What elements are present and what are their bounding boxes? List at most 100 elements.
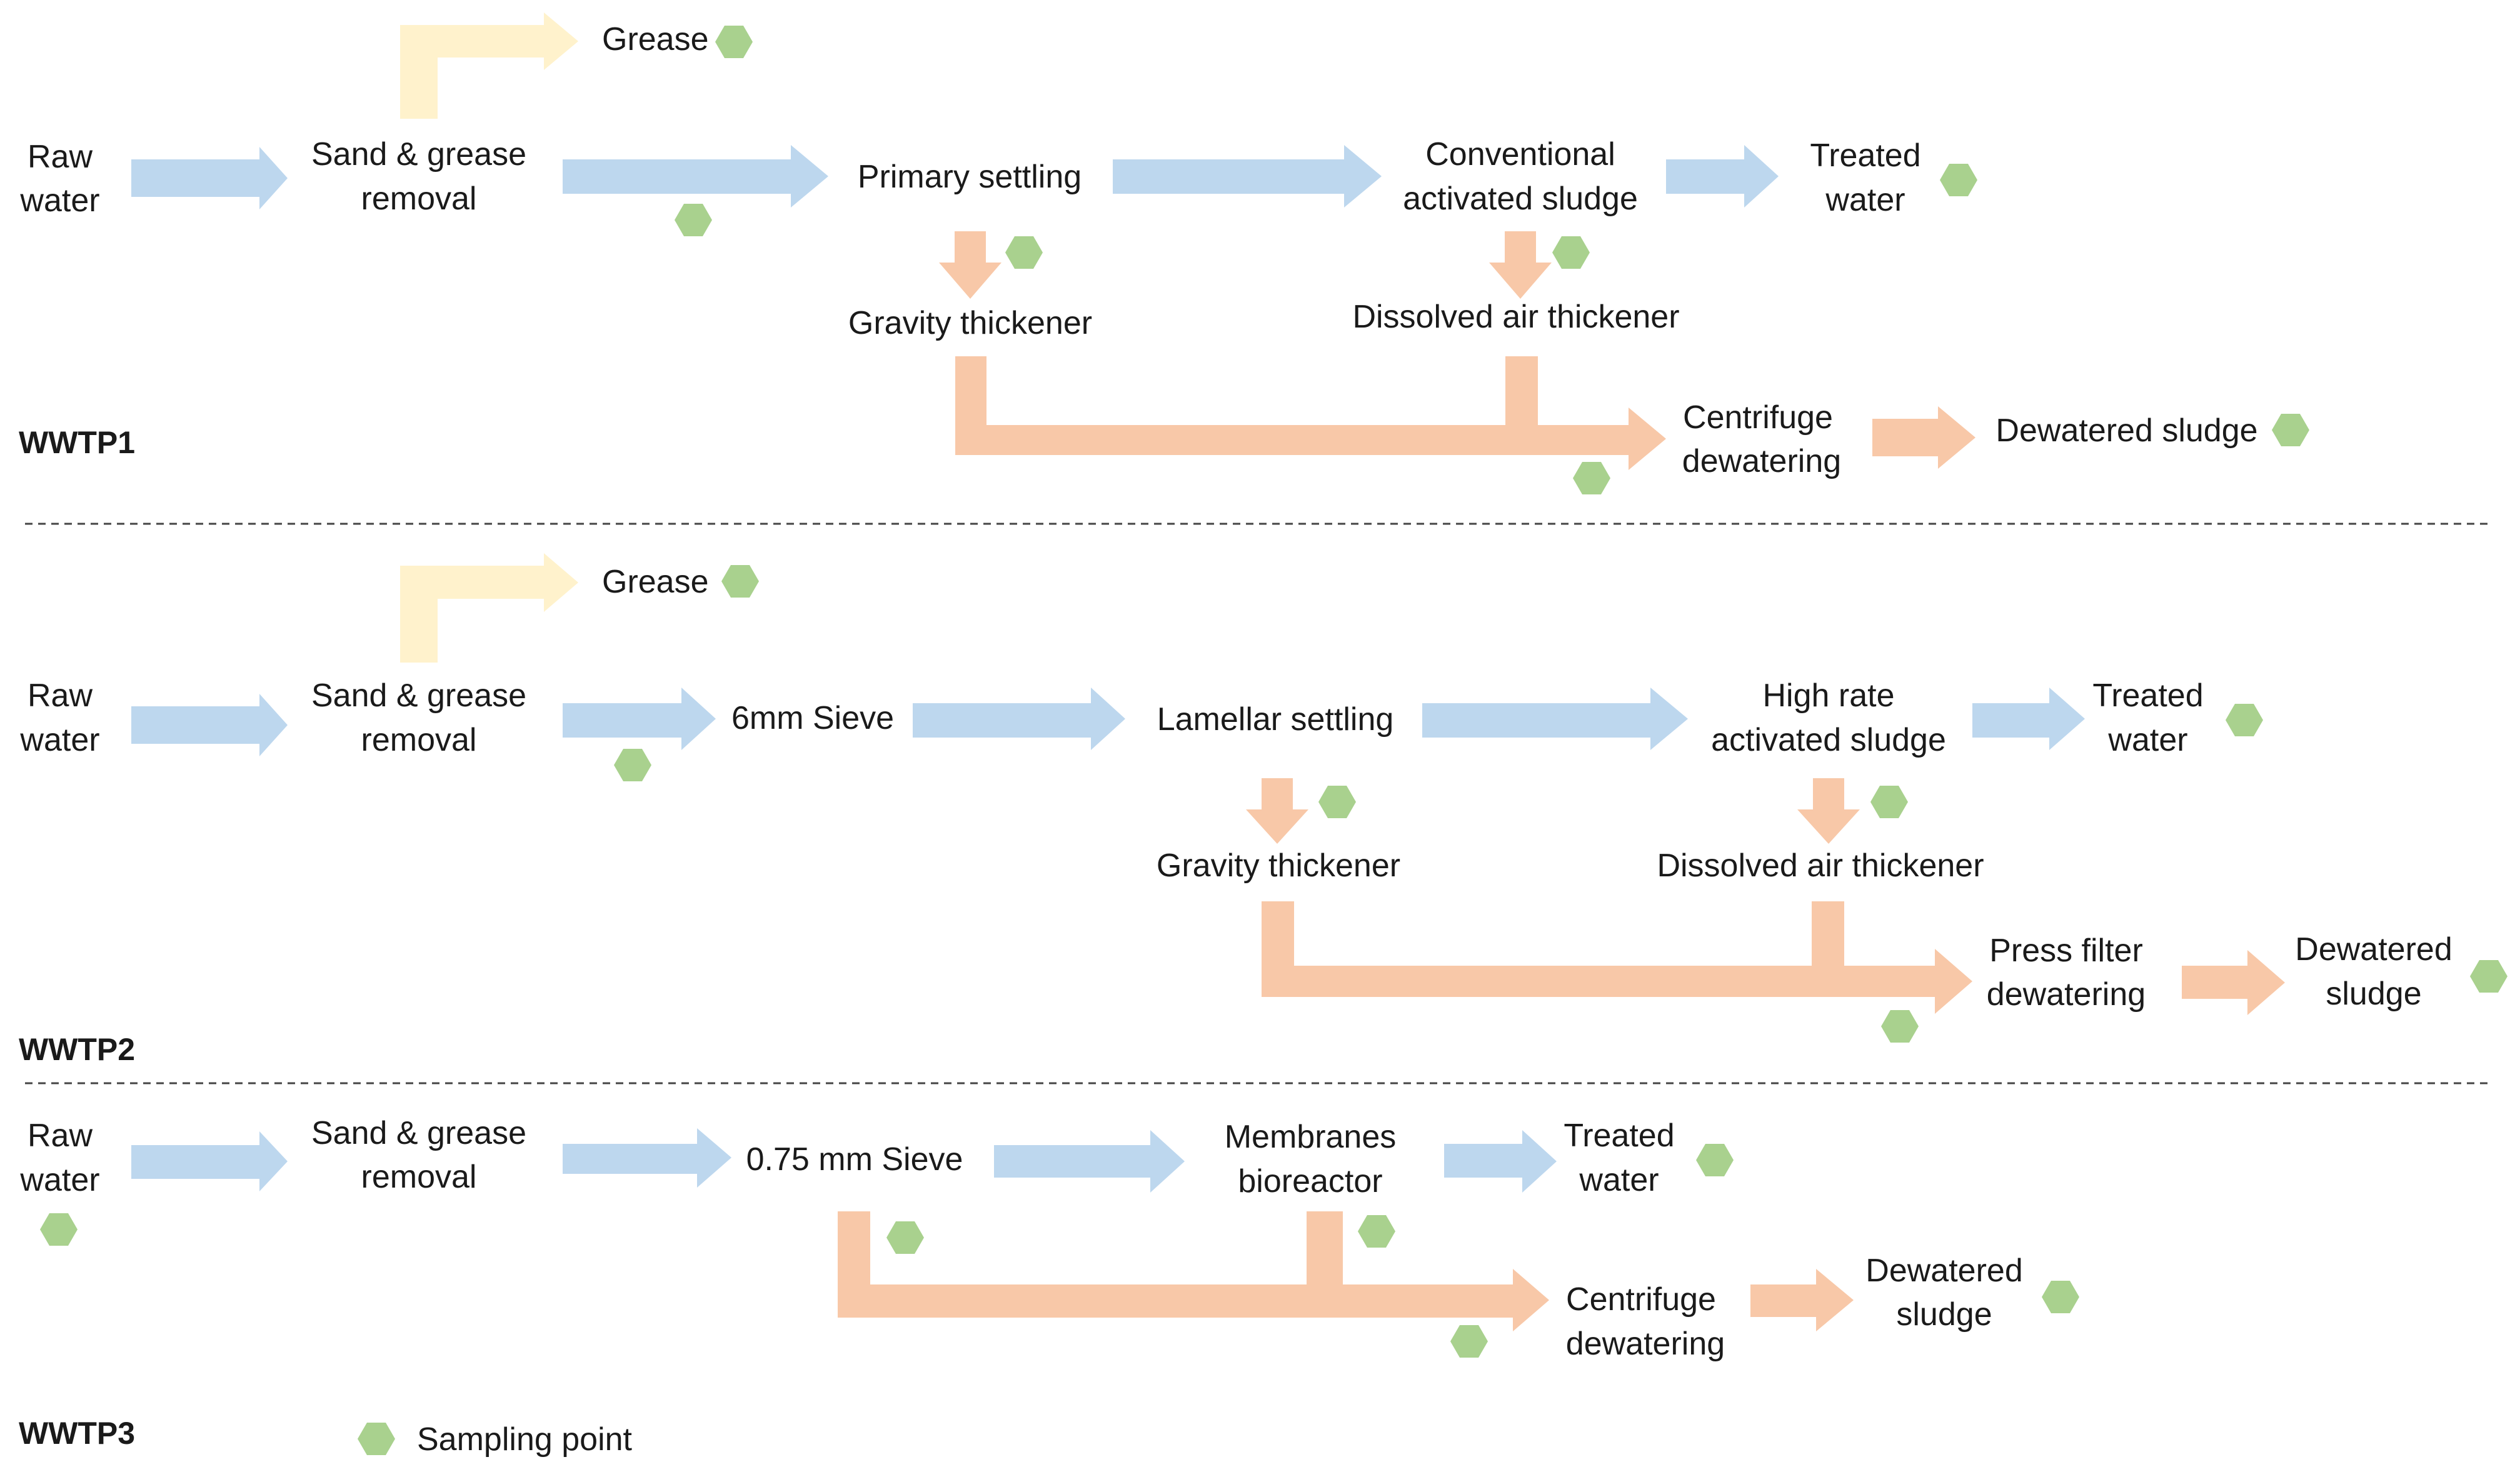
legend: Sampling point [358, 1421, 633, 1458]
sludge-arrow [1750, 1269, 1854, 1331]
sampling-point-icon [1552, 236, 1590, 269]
sludge-arrow [1489, 231, 1552, 299]
wwtp2-section: Raw water Sand & grease removal Grease 6… [19, 553, 2507, 1067]
conventional-activated-sludge-label: activated sludge [1403, 181, 1638, 217]
treated-water-label: Treated [2092, 678, 2203, 714]
dissolved-air-thickener-label: Dissolved air thickener [1657, 848, 1984, 884]
sampling-point-icon [1318, 786, 1356, 818]
centrifuge-dewatering-label: Centrifuge [1566, 1281, 1716, 1318]
grease-arrow [400, 13, 578, 119]
sampling-point-icon [1696, 1144, 1734, 1176]
sampling-point-icon [1870, 786, 1908, 818]
raw-water-label: water [19, 722, 99, 758]
sampling-point-icon [886, 1221, 924, 1254]
water-arrow [1666, 145, 1779, 208]
treated-water-label: water [1579, 1162, 1659, 1198]
conventional-activated-sludge-label: Conventional [1425, 136, 1615, 173]
sampling-point-icon [40, 1213, 78, 1246]
treated-water-label: Treated [1564, 1118, 1674, 1154]
water-arrow [131, 147, 288, 209]
sludge-arrow [1246, 778, 1308, 844]
raw-water-label: Raw [28, 139, 93, 175]
sludge-collector-arrow [1262, 901, 1972, 1014]
centrifuge-dewatering-label: dewatering [1682, 443, 1841, 479]
treated-water-label: water [1825, 182, 1905, 218]
raw-water-label: water [19, 1162, 99, 1198]
press-filter-dewatering-label: dewatering [1987, 976, 2146, 1013]
dewatered-sludge-label: sludge [2326, 976, 2421, 1012]
water-arrow [563, 145, 828, 208]
grease-label: Grease [602, 21, 709, 58]
sludge-arrow [2182, 950, 2285, 1015]
raw-water-label: Raw [28, 1118, 93, 1154]
sampling-point-icon [614, 749, 651, 781]
water-arrow [1422, 688, 1688, 750]
sludge-arrow [1872, 406, 1975, 469]
water-arrow [1444, 1130, 1557, 1193]
sampling-point-icon [1940, 164, 1977, 196]
sampling-point-icon [1358, 1215, 1395, 1248]
raw-water-label: Raw [28, 678, 93, 714]
sampling-point-icon [1005, 236, 1043, 269]
high-rate-activated-sludge-label: activated sludge [1711, 722, 1946, 758]
sand-grease-label: removal [361, 181, 477, 217]
grease-label: Grease [602, 564, 709, 600]
wwtp3-section: Raw water Sand & grease removal 0.75 mm … [19, 1115, 2079, 1451]
water-arrow [131, 1131, 288, 1191]
plant-title: WWTP1 [19, 425, 135, 460]
sampling-point-icon [721, 565, 759, 598]
sampling-point-icon [1573, 462, 1610, 494]
sand-grease-label: Sand & grease [311, 1115, 526, 1151]
primary-settling-label: Primary settling [858, 159, 1082, 195]
sampling-point-icon [715, 26, 753, 58]
plant-title: WWTP2 [19, 1032, 135, 1067]
press-filter-dewatering-label: Press filter [1989, 933, 2143, 969]
sampling-point-icon [2042, 1281, 2079, 1313]
sampling-point-legend-icon [358, 1423, 395, 1455]
sampling-point-icon [2470, 960, 2507, 993]
water-arrow [1113, 145, 1382, 208]
dewatered-sludge-label: Dewatered [2295, 931, 2452, 968]
sludge-collector-arrow [838, 1211, 1549, 1331]
treated-water-label: Treated [1810, 138, 1920, 174]
plant-title: WWTP3 [19, 1416, 135, 1451]
sampling-point-legend-label: Sampling point [417, 1421, 633, 1458]
sieve-label: 6mm Sieve [731, 700, 894, 736]
grease-arrow [400, 553, 578, 663]
centrifuge-dewatering-label: dewatering [1566, 1326, 1725, 1362]
sand-grease-label: removal [361, 1159, 477, 1195]
dewatered-sludge-label: sludge [1896, 1296, 1992, 1333]
sampling-point-icon [2272, 414, 2309, 446]
sand-grease-label: Sand & grease [311, 136, 526, 173]
membranes-bioreactor-label: Membranes [1225, 1119, 1397, 1155]
sludge-arrow [1797, 778, 1860, 844]
dewatered-sludge-label: Dewatered [1865, 1253, 2022, 1289]
gravity-thickener-label: Gravity thickener [848, 305, 1092, 341]
raw-water-label: water [19, 183, 99, 219]
water-arrow [913, 688, 1125, 750]
sampling-point-icon [675, 204, 712, 236]
dissolved-air-thickener-label: Dissolved air thickener [1352, 299, 1679, 335]
sampling-point-icon [1881, 1010, 1919, 1043]
dewatered-sludge-label: Dewatered sludge [1995, 413, 2257, 449]
lamellar-settling-label: Lamellar settling [1157, 701, 1394, 738]
high-rate-activated-sludge-label: High rate [1763, 678, 1895, 714]
centrifuge-dewatering-label: Centrifuge [1683, 399, 1833, 436]
sampling-point-icon [2226, 704, 2263, 736]
water-arrow [994, 1130, 1185, 1193]
sand-grease-label: removal [361, 722, 477, 758]
water-arrow [131, 694, 288, 756]
membranes-bioreactor-label: bioreactor [1238, 1163, 1382, 1199]
sand-grease-label: Sand & grease [311, 678, 526, 714]
sludge-collector-arrow [955, 356, 1666, 470]
water-arrow [563, 1128, 731, 1188]
water-arrow [563, 688, 716, 750]
sampling-point-icon [1450, 1325, 1488, 1358]
sludge-arrow [939, 231, 1001, 299]
sieve-label: 0.75 mm Sieve [746, 1141, 963, 1178]
water-arrow [1972, 688, 2085, 750]
gravity-thickener-label: Gravity thickener [1157, 848, 1400, 884]
wwtp1-section: Raw water Sand & grease removal Grease P… [19, 13, 2309, 494]
